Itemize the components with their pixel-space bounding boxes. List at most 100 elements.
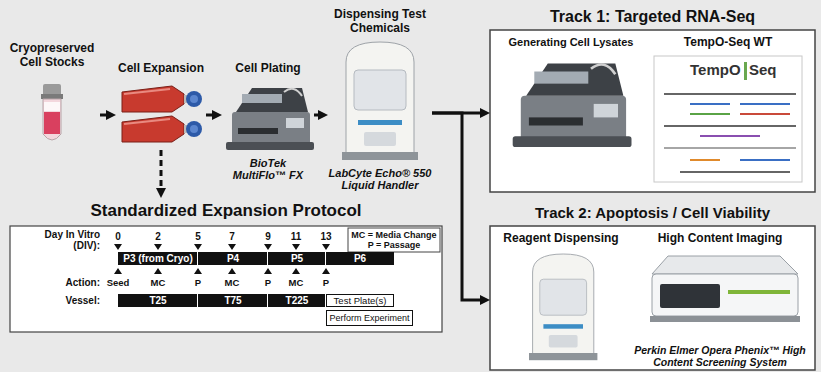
flow-arrow xyxy=(314,114,322,117)
node-heading: Cryopreserved Cell Stocks xyxy=(4,42,100,70)
table-label: MC xyxy=(217,277,247,289)
stage-group: Cell Expansion xyxy=(116,62,206,150)
protocol-panel xyxy=(10,226,442,332)
node-heading: Cell Expansion xyxy=(116,62,206,76)
track-panel: Track 1: Targeted RNA-SeqGenerating Cell… xyxy=(490,8,815,192)
flask-cap-inner xyxy=(190,95,198,103)
vessel-bar xyxy=(268,294,325,307)
flow-arrow xyxy=(100,114,110,117)
probe-line xyxy=(690,103,730,105)
experiment-box xyxy=(327,311,413,326)
logo-bar xyxy=(744,62,747,80)
table-label: 13 xyxy=(315,231,337,243)
table-label: 0 xyxy=(107,231,129,243)
lysate-device xyxy=(513,63,632,147)
track-panel: Track 2: Apoptosis / Cell ViabilityReage… xyxy=(490,204,815,370)
logo-text: TempO xyxy=(690,61,744,79)
probe-line xyxy=(700,135,760,137)
node-heading: Reagent Dispensing xyxy=(496,232,626,246)
node-heading: Dispensing Test Chemicals xyxy=(328,8,432,36)
node-heading: High Content Imaging xyxy=(630,232,810,246)
culture-flask xyxy=(122,116,184,142)
flask-cap xyxy=(186,121,202,137)
table-label: Day In Vitro (DIV): xyxy=(24,229,100,251)
tempo-seq-figure xyxy=(654,56,802,182)
table-label: 9 xyxy=(257,231,279,243)
flask-cap-inner xyxy=(190,125,198,133)
table-label: Seed xyxy=(101,277,135,289)
day-markers xyxy=(114,244,330,250)
node-heading: Track 2: Apoptosis / Cell Viability xyxy=(490,204,815,221)
probe-line xyxy=(740,159,790,161)
node-heading: TempO-Seq WT xyxy=(648,36,808,50)
strand-line xyxy=(664,93,796,95)
track-step: TempO-Seq WT xyxy=(648,36,808,186)
node-heading: Cell Plating xyxy=(222,62,314,76)
table-label: 11 xyxy=(285,231,307,243)
vial-ring xyxy=(41,94,63,99)
table-label: Test Plate(s) xyxy=(327,295,393,307)
table-label: P xyxy=(186,277,210,289)
stage-group: Cryopreserved Cell Stocks xyxy=(4,42,100,150)
vial-liquid xyxy=(44,112,60,134)
table-label: P xyxy=(256,277,280,289)
passage-bar xyxy=(268,252,325,265)
cryovial-icon xyxy=(41,84,63,140)
vessel-bar xyxy=(198,294,267,307)
table-label: Perform Experiment xyxy=(327,312,412,324)
node-heading: Track 1: Targeted RNA-Seq xyxy=(490,8,815,26)
node-caption: LabCyte Echo® 550 Liquid Handler xyxy=(328,167,432,192)
node-heading: Generating Cell Lysates xyxy=(496,36,646,49)
passage-bar xyxy=(118,252,197,265)
imager-stripe xyxy=(728,290,790,294)
imager-door xyxy=(660,284,720,308)
table-label: P5 xyxy=(268,253,326,265)
table-label: P3 (from Cryo) xyxy=(118,253,198,265)
opera-phenix-device xyxy=(650,256,800,322)
flask-cap xyxy=(186,91,202,107)
track-step: Generating Cell Lysates xyxy=(496,36,646,186)
strand-line xyxy=(680,171,790,173)
probe-line xyxy=(690,113,730,115)
protocol-panel: Standardized Expansion Protocol xyxy=(10,198,442,332)
flask-highlight xyxy=(124,89,170,94)
table-label: MC = Media Change xyxy=(350,230,438,240)
track-step: High Content ImagingPerkin Elmer Opera P… xyxy=(630,232,810,368)
probe-line xyxy=(740,103,790,105)
vessel-bar xyxy=(327,295,394,307)
protocol-table xyxy=(10,226,442,332)
table-label: P xyxy=(314,277,338,289)
table-label: T25 xyxy=(118,295,198,307)
probe-line xyxy=(740,113,790,115)
stage-group: Dispensing Test ChemicalsLabCyte Echo® 5… xyxy=(328,8,432,192)
track-frame xyxy=(490,226,815,370)
dashed-arrow xyxy=(160,150,163,192)
stage-group: Cell PlatingBioTek MultiFlo™ FX xyxy=(222,62,314,182)
track-step: Reagent Dispensing xyxy=(496,232,626,368)
table-label: 2 xyxy=(147,231,169,243)
figure-panel xyxy=(654,56,802,182)
node-heading: Standardized Expansion Protocol xyxy=(10,198,442,221)
probe-line xyxy=(690,159,720,161)
table-label: P6 xyxy=(326,253,394,265)
imager-top xyxy=(652,256,798,274)
vial-tube xyxy=(43,99,61,140)
table-label: T225 xyxy=(268,295,326,307)
vessel-bar xyxy=(118,294,197,307)
vial-label xyxy=(44,102,60,111)
track-frame xyxy=(490,30,815,192)
table-label: MC xyxy=(283,277,309,289)
multiflo-device xyxy=(226,88,314,150)
table-label: P4 xyxy=(198,253,268,265)
culture-flask xyxy=(122,86,184,112)
strand-line xyxy=(664,147,796,149)
node-caption: Perkin Elmer Opera Phenix™ High Content … xyxy=(630,344,810,368)
table-label: Action: xyxy=(24,277,100,289)
action-markers xyxy=(114,268,330,274)
reagent-device xyxy=(529,254,597,360)
echo-device xyxy=(342,42,418,160)
passage-bar xyxy=(198,252,267,265)
logo-text: Seq xyxy=(749,61,785,79)
